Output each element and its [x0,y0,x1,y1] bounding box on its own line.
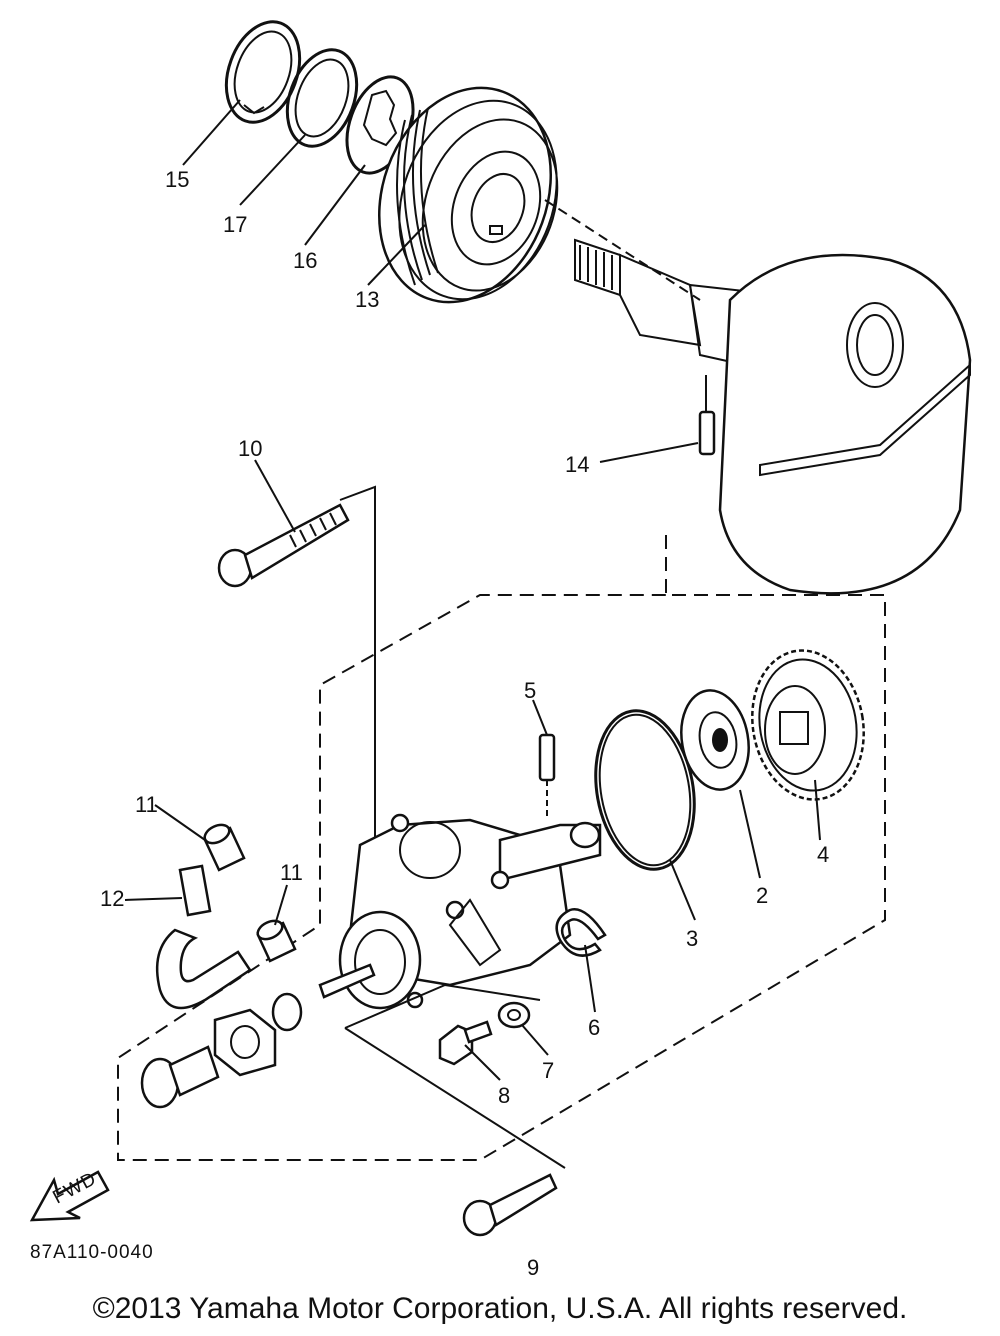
callout-11b: 11 [280,860,303,885]
circlip-c-part [555,908,607,957]
callout-3: 3 [686,926,698,951]
copyright-notice: ©2013 Yamaha Motor Corporation, U.S.A. A… [92,1292,908,1325]
callout-15: 15 [165,167,189,192]
woodruff-key-part [698,410,716,456]
small-washer-part [497,1001,531,1029]
flange-bolt-part [438,1020,493,1066]
bearing-part [680,689,750,791]
dowel-pin-part [538,733,556,782]
drawing-code: 87A110-0040 [30,1242,154,1263]
o-ring-part [594,709,696,871]
drain-bolt-part [140,1045,220,1109]
callout-5: 5 [524,678,536,703]
pulley-part [378,86,559,304]
oil-hose-part [155,864,252,1010]
hose-clip-part-lower [256,919,297,963]
callout-13: 13 [355,287,379,312]
callout-9: 9 [527,1255,539,1280]
hose-clip-part-upper [203,823,246,872]
callout-12: 12 [100,886,124,911]
leader-lines [124,99,821,1081]
callout-6: 6 [588,1015,600,1040]
callout-14: 14 [565,452,589,477]
oil-pump-body-part [318,813,602,1010]
callout-2: 2 [756,883,768,908]
long-bolt-part [217,503,350,588]
nut-washer-part [271,992,303,1032]
callout-7: 7 [542,1058,554,1083]
nut-part [213,1008,277,1077]
callout-10: 10 [238,436,262,461]
callout-8: 8 [498,1083,510,1108]
callout-16: 16 [293,248,317,273]
callout-11a: 11 [135,792,158,817]
washer-part [285,48,359,148]
crankshaft-part [574,238,972,595]
circlip-part [224,20,302,124]
pan-screw-part [462,1173,558,1237]
callout-17: 17 [223,212,247,237]
pump-gear-part [751,649,865,801]
assembly-boundary [117,535,886,1161]
callout-4: 4 [817,842,829,867]
forward-arrow-icon: FWD [29,1168,110,1222]
